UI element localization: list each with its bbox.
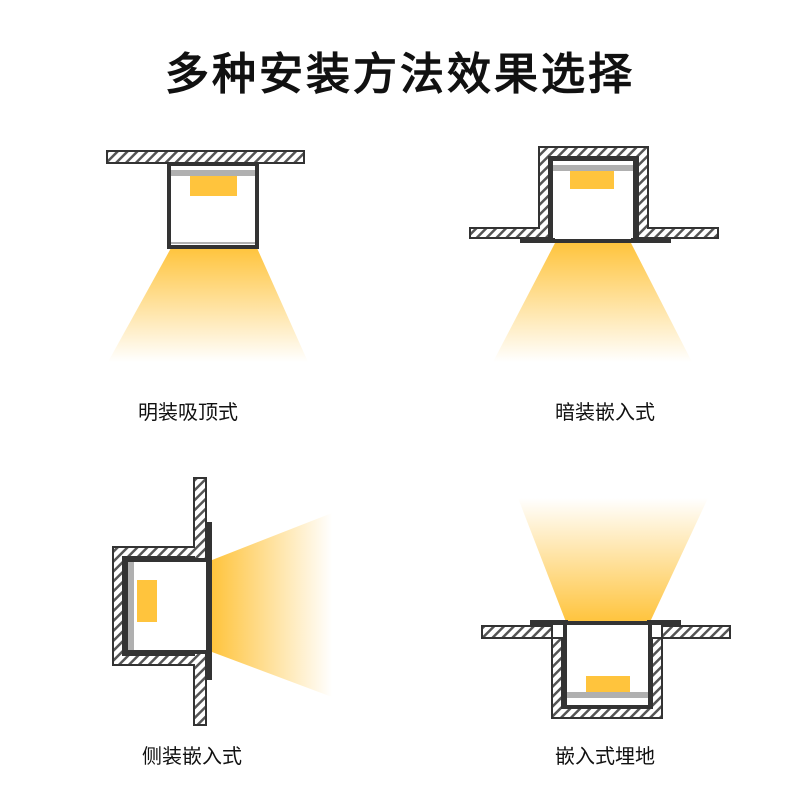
led-chip (137, 580, 157, 622)
reflector (128, 562, 134, 650)
flange-right (631, 238, 671, 243)
wall-mount-diagram (112, 477, 332, 726)
ceiling (106, 150, 305, 164)
light-beam (518, 498, 708, 622)
light-beam (212, 513, 332, 697)
reflector (567, 692, 648, 698)
flange-left (520, 238, 555, 243)
label-surface-mount: 明装吸顶式 (138, 400, 238, 424)
reflector (553, 165, 633, 171)
in-ground-diagram (481, 498, 731, 719)
label-in-ground: 嵌入式埋地 (555, 744, 655, 768)
light-beam (108, 248, 308, 362)
recessed-mount-diagram (469, 146, 719, 362)
surface-mount-diagram (106, 150, 308, 362)
reflector (171, 170, 255, 176)
page-title: 多种安装方法效果选择 (165, 49, 635, 100)
light-beam (493, 243, 692, 362)
ground-recess (481, 625, 731, 719)
flange (206, 522, 212, 680)
label-recessed-mount: 暗装嵌入式 (555, 400, 655, 424)
label-wall-mount: 侧装嵌入式 (142, 744, 242, 768)
led-chip (586, 676, 630, 692)
led-chip (570, 171, 614, 189)
flange-left (530, 620, 568, 625)
flange-right (647, 620, 681, 625)
led-chip (190, 176, 237, 196)
